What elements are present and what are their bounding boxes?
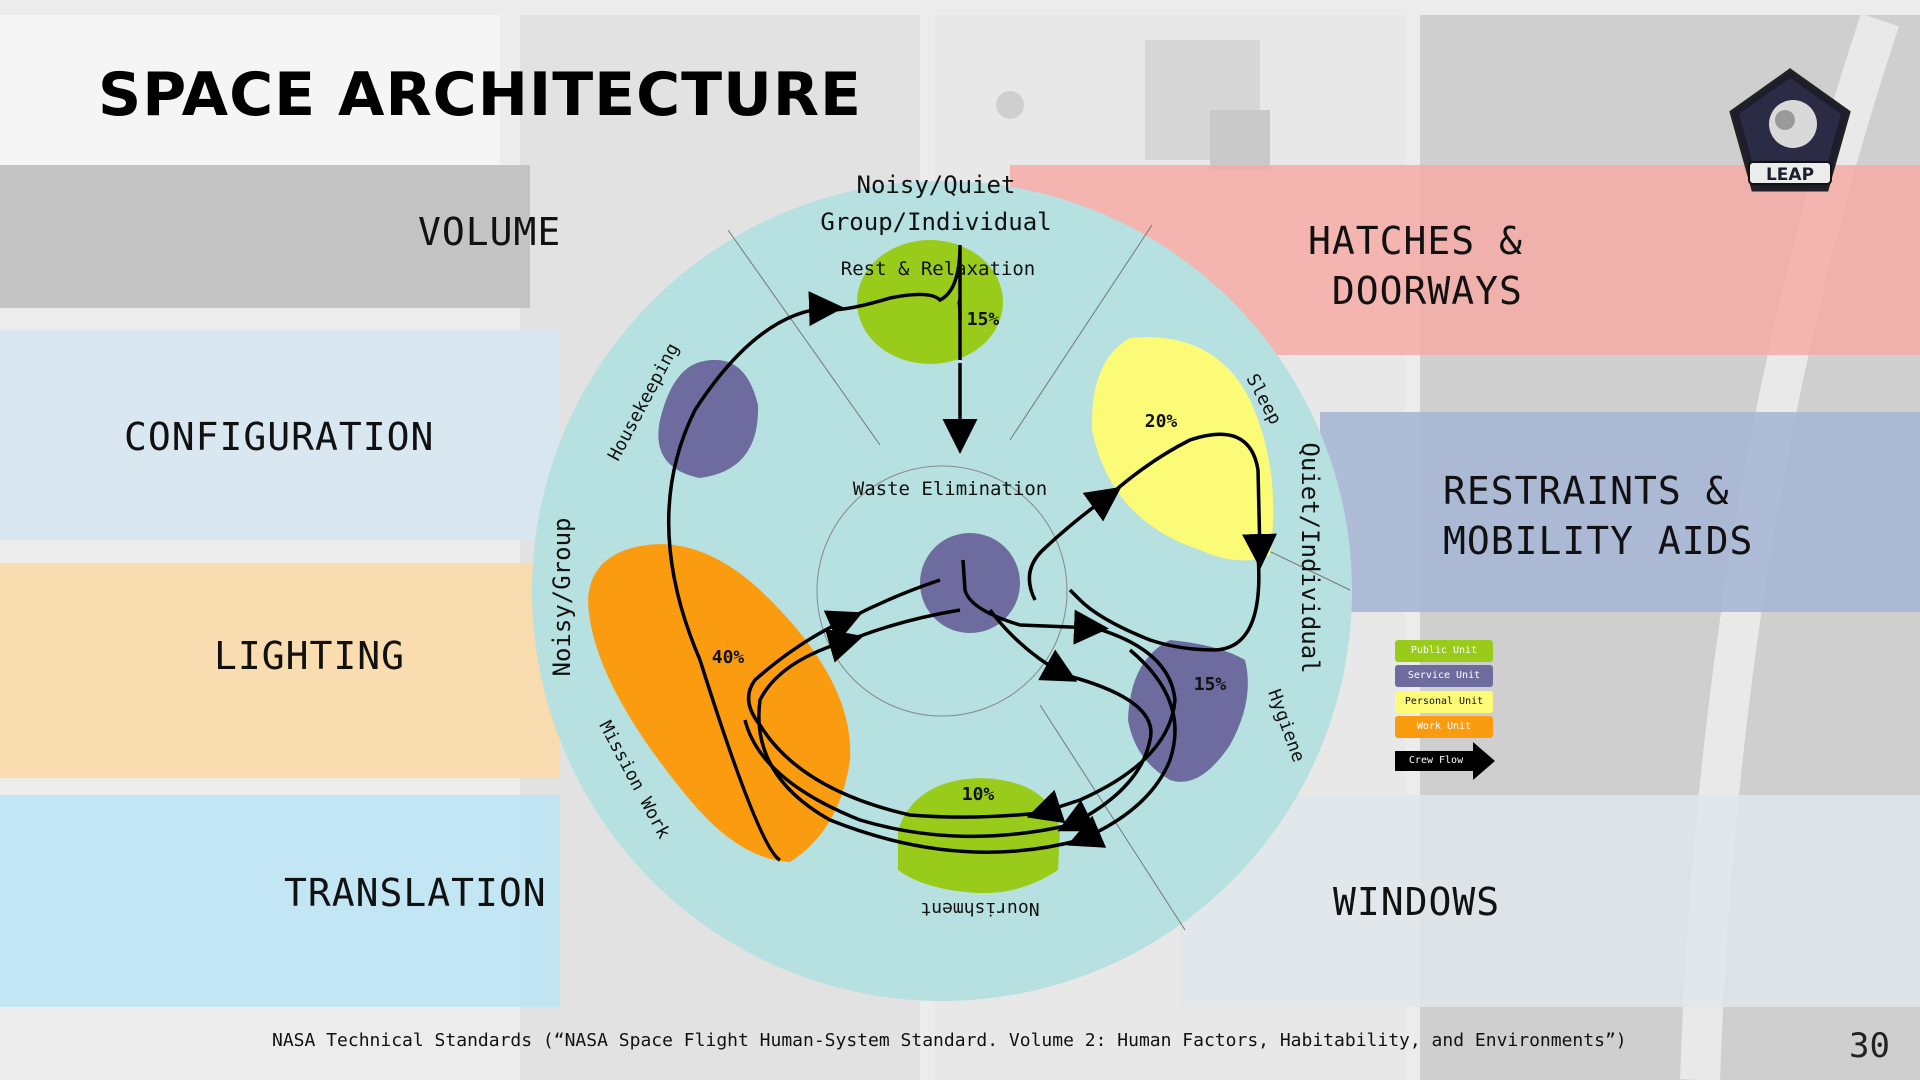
zone-label-rest: Rest & Relaxation [841, 258, 1035, 280]
page-title: SPACE ARCHITECTURE [98, 60, 862, 130]
page-number: 30 [1849, 1026, 1890, 1066]
label-lighting: LIGHTING [214, 631, 405, 681]
legend-public-unit: Public Unit [1395, 640, 1493, 662]
crew-flow-diagram: Noisy/Quiet Group/Individual Rest & Rela… [500, 160, 1380, 1020]
axis-label-top-2: Group/Individual [820, 208, 1051, 236]
legend-crew-flow: Crew Flow [1397, 752, 1475, 770]
zone-label-waste: Waste Elimination [853, 478, 1047, 500]
percent-hygiene: 15% [1194, 674, 1227, 695]
percent-sleep: 20% [1145, 411, 1178, 432]
percent-mission-work: 40% [712, 647, 745, 668]
legend-work-unit: Work Unit [1395, 716, 1493, 738]
legend-service-unit: Service Unit [1395, 665, 1493, 687]
percent-rest: 15% [967, 309, 1000, 330]
legend-personal-unit: Personal Unit [1395, 691, 1493, 713]
mission-patch-icon: LEAP [1725, 66, 1855, 196]
percent-nourishment: 10% [962, 784, 995, 805]
logo-text: LEAP [1766, 165, 1814, 185]
label-configuration: CONFIGURATION [124, 412, 434, 462]
axis-label-left: Noisy/Group [548, 518, 576, 677]
axis-label-right: Quiet/Individual [1296, 442, 1324, 673]
label-restraints: RESTRAINTS & MOBILITY AIDS [1443, 466, 1753, 566]
zone-label-nourishment: Nourishment [920, 898, 1039, 919]
axis-label-top-1: Noisy/Quiet [857, 171, 1016, 199]
footer-citation: NASA Technical Standards (“NASA Space Fl… [272, 1030, 1627, 1051]
